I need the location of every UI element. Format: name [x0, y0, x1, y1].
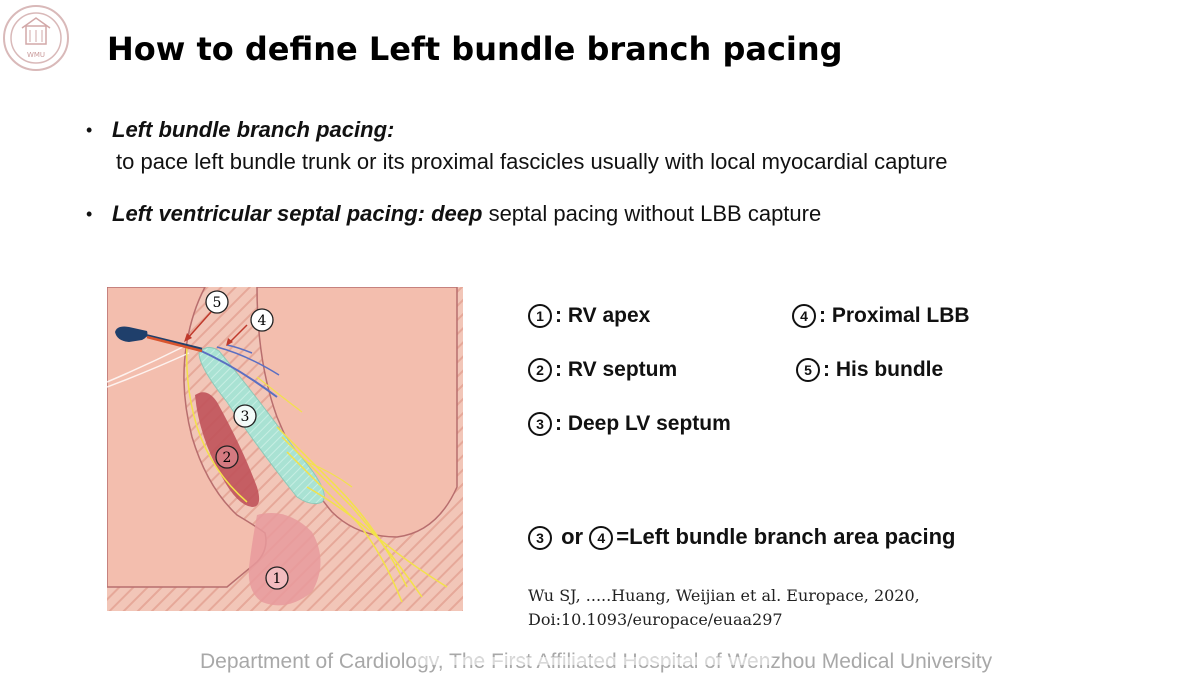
marker-1-label: 1	[273, 571, 282, 587]
page-title: How to define Left bundle branch pacing	[107, 30, 843, 68]
legend-number: 4	[792, 304, 816, 328]
marker-1: 1	[265, 566, 289, 590]
legend-rv-septum: 2: RV septum	[528, 358, 677, 382]
summary-number-a: 3	[528, 526, 552, 550]
legend-number: 3	[528, 412, 552, 436]
bullet-dot-icon: •	[86, 204, 93, 224]
legend-label: : Proximal LBB	[819, 304, 970, 327]
legend-number: 1	[528, 304, 552, 328]
bullet-term: Left bundle branch pacing:	[112, 117, 395, 142]
marker-5-label: 5	[213, 295, 222, 311]
marker-3-label: 3	[241, 409, 250, 425]
legend-label: : His bundle	[823, 358, 944, 381]
footer-smudge	[415, 657, 775, 665]
legend-label: : RV apex	[555, 304, 651, 327]
logo-text: WMU	[27, 51, 45, 59]
legend-number: 5	[796, 358, 820, 382]
citation: Wu SJ, .....Huang, Weijian et al. Europa…	[528, 584, 920, 632]
legend-proximal-lbb: 4: Proximal LBB	[792, 304, 970, 328]
marker-2-label: 2	[223, 450, 232, 466]
legend-label: : Deep LV septum	[555, 412, 731, 435]
summary-text: =Left bundle branch area pacing	[616, 524, 956, 549]
his-lead	[115, 326, 148, 342]
marker-4: 4	[250, 308, 274, 332]
university-seal-icon: WMU	[0, 0, 70, 74]
summary-number-b: 4	[589, 526, 614, 550]
legend-deep-lv-septum: 3: Deep LV septum	[528, 412, 731, 436]
legend-number: 2	[528, 358, 552, 382]
lv-septum-region	[198, 347, 325, 505]
bullet-text: septal pacing without LBB capture	[488, 201, 822, 226]
heart-septum-diagram: 5 4 3 2 1	[107, 287, 463, 611]
definition-list: • Left bundle branch pacing: to pace lef…	[86, 114, 1176, 230]
lbbap-summary: 3 or 4=Left bundle branch area pacing	[528, 524, 955, 550]
marker-5: 5	[205, 290, 229, 314]
legend-label: : RV septum	[555, 358, 678, 381]
bullet-lbb-pacing: • Left bundle branch pacing: to pace lef…	[86, 114, 1176, 178]
marker-2: 2	[215, 445, 239, 469]
citation-line-1: Wu SJ, .....Huang, Weijian et al. Europa…	[528, 586, 920, 605]
legend-rv-apex: 1: RV apex	[528, 304, 650, 328]
summary-connector: or	[555, 524, 590, 549]
bullet-term: Left ventricular septal pacing: deep	[112, 201, 483, 226]
marker-3: 3	[233, 404, 257, 428]
bullet-lv-septal-pacing: • Left ventricular septal pacing: deep s…	[86, 198, 1176, 230]
bullet-text: to pace left bundle trunk or its proxima…	[116, 149, 948, 174]
marker-4-label: 4	[258, 313, 267, 329]
bullet-dot-icon: •	[86, 120, 93, 140]
citation-line-2: Doi:10.1093/europace/euaa297	[528, 610, 783, 629]
legend-his-bundle: 5: His bundle	[796, 358, 943, 382]
